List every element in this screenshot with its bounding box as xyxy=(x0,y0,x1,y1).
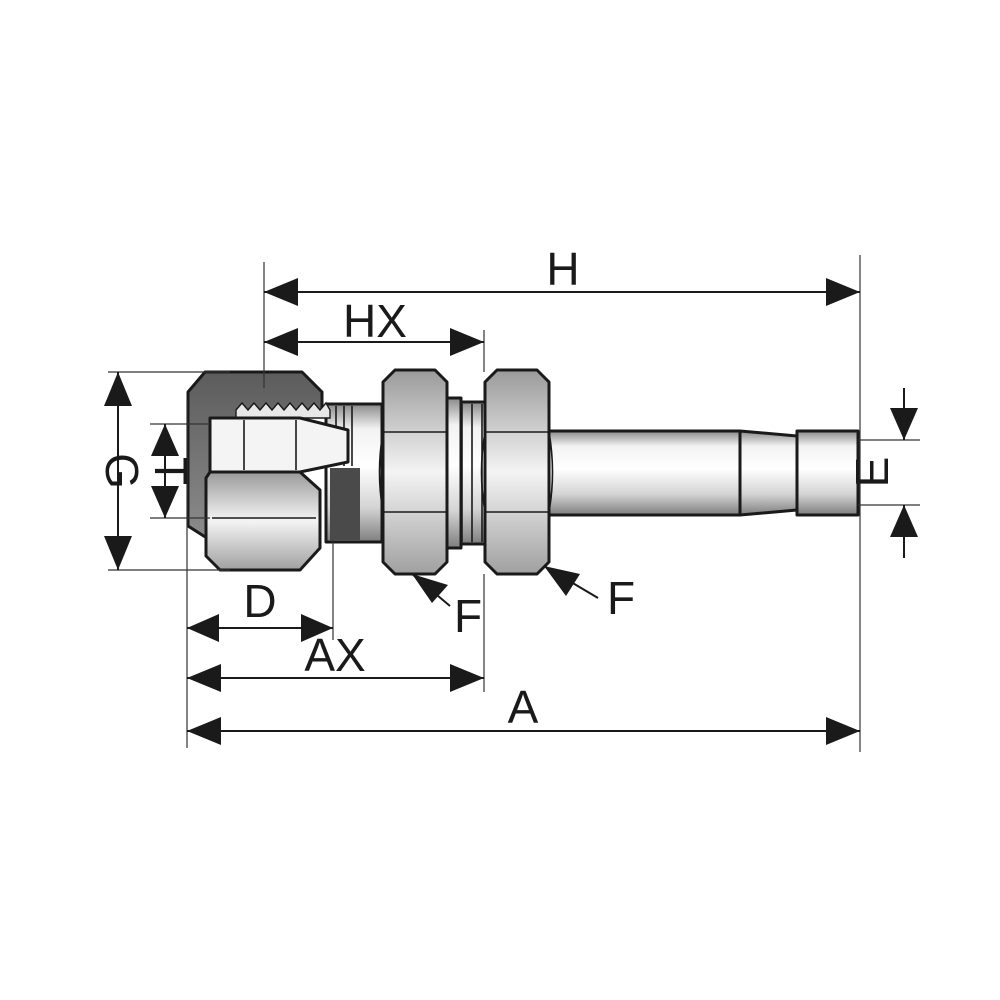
leader-f-2: F xyxy=(543,565,635,624)
extension-lines xyxy=(108,255,920,752)
label-f-1: F xyxy=(454,590,482,642)
tube-end xyxy=(795,429,860,517)
fitting-body xyxy=(186,368,860,576)
tube-taper xyxy=(738,429,799,517)
body-collar-dark xyxy=(330,468,360,540)
hex-nut-2 xyxy=(480,368,554,576)
label-ax: AX xyxy=(304,629,365,681)
ferrule xyxy=(208,416,350,474)
cap-nut-thread-teeth xyxy=(235,401,331,419)
cap-nut-hex xyxy=(204,470,322,572)
washer xyxy=(445,396,463,550)
dimension-t: T xyxy=(145,424,197,518)
label-hx: HX xyxy=(343,295,407,347)
label-g: G xyxy=(96,453,148,489)
label-t: T xyxy=(145,457,197,485)
dimension-hx: HX xyxy=(264,295,484,356)
dimension-e: E xyxy=(846,388,918,558)
label-a: A xyxy=(508,681,539,733)
tube-stub xyxy=(546,429,742,517)
label-d: D xyxy=(243,575,276,627)
dimension-a: A xyxy=(187,681,860,745)
dimension-g: G xyxy=(96,372,148,570)
dimension-h: H xyxy=(264,243,860,306)
label-h: H xyxy=(546,243,579,295)
hex-nut-1 xyxy=(378,368,452,576)
leader-f-1: F xyxy=(411,573,482,642)
dimension-ax: AX xyxy=(187,629,484,692)
dimension-d: D xyxy=(187,575,333,642)
label-f-2: F xyxy=(607,572,635,624)
label-e: E xyxy=(846,457,898,488)
